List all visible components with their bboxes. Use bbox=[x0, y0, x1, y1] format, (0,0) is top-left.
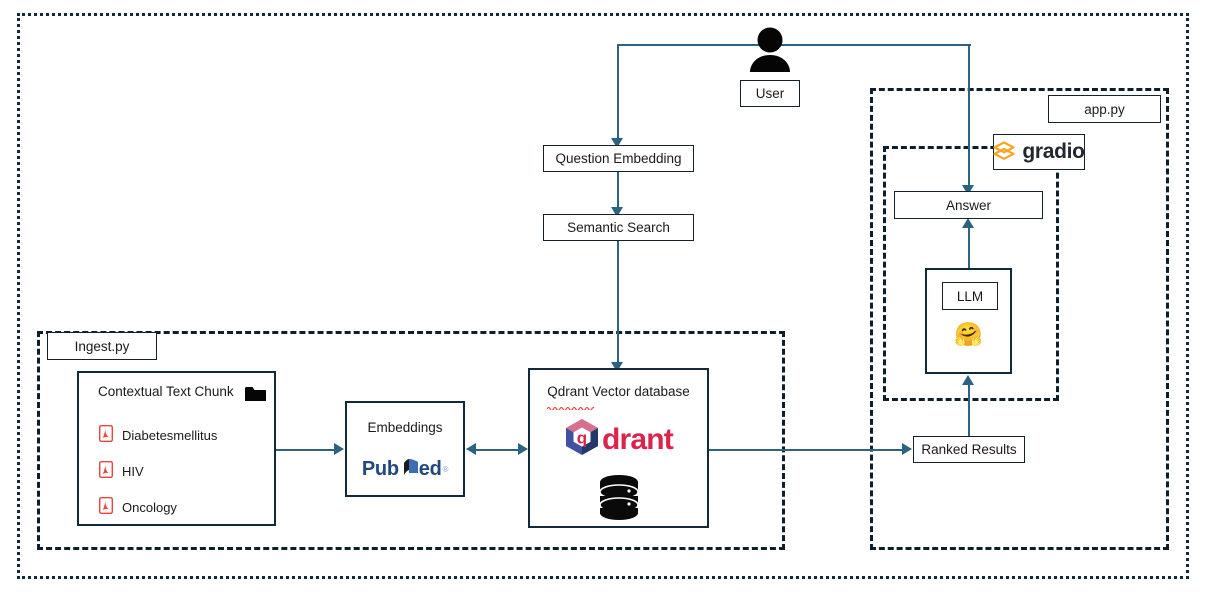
arrowhead-semantic-search bbox=[611, 207, 623, 217]
user-label: User bbox=[755, 86, 785, 101]
arrowhead-embeddings bbox=[334, 443, 344, 455]
pubmed-text-b: ed bbox=[418, 457, 442, 480]
arrowhead-answer bbox=[962, 185, 974, 195]
embeddings-node[interactable]: Embeddings Pub ed ® bbox=[345, 401, 465, 497]
pubmed-text-a: Pub bbox=[361, 457, 399, 480]
user-icon bbox=[746, 27, 794, 73]
embeddings-title: Embeddings bbox=[367, 420, 443, 435]
ranked-results-label: Ranked Results bbox=[921, 442, 1017, 457]
app-module-label-box: app.py bbox=[1048, 95, 1161, 123]
hugging-face-emoji: 🤗 bbox=[954, 321, 983, 347]
question-embedding-label: Question Embedding bbox=[555, 151, 682, 166]
arrowhead-answer-from-llm bbox=[962, 218, 974, 228]
question-embedding-node[interactable]: Question Embedding bbox=[543, 145, 694, 172]
ranked-results-node[interactable]: Ranked Results bbox=[913, 436, 1025, 463]
llm-label: LLM bbox=[956, 288, 984, 304]
document-name: Diabetesmellitus bbox=[122, 427, 218, 443]
app-module-label: app.py bbox=[1084, 101, 1125, 117]
pdf-icon bbox=[98, 424, 114, 445]
connector-chunk-to-embeddings bbox=[276, 449, 336, 452]
pdf-icon bbox=[98, 460, 114, 481]
list-item[interactable]: Oncology bbox=[98, 496, 269, 517]
llm-label-box: LLM bbox=[942, 282, 998, 310]
svg-text:q: q bbox=[577, 429, 587, 448]
list-item[interactable]: HIV bbox=[98, 460, 269, 481]
gradio-mark-icon bbox=[993, 140, 1015, 164]
arrowhead-ranked-results bbox=[902, 443, 912, 455]
pubmed-logo: Pub ed ® bbox=[347, 455, 463, 483]
arrowhead-qdrant bbox=[611, 362, 623, 372]
gradio-logo-box: gradio bbox=[993, 134, 1085, 170]
llm-node[interactable]: LLM 🤗 bbox=[925, 268, 1012, 374]
app-module-boundary bbox=[870, 88, 1169, 550]
outer-boundary bbox=[17, 13, 1189, 579]
answer-label: Answer bbox=[945, 197, 991, 213]
gradio-logo: gradio bbox=[993, 140, 1085, 164]
connector-qdrant-to-ranked bbox=[708, 449, 904, 452]
ingest-module-boundary bbox=[37, 331, 785, 550]
connector-llm-to-answer bbox=[968, 228, 971, 269]
arrowhead-question-embedding bbox=[611, 138, 623, 148]
contextual-text-chunk-node[interactable]: Contextual Text Chunk Diabetesmellitus bbox=[77, 371, 276, 526]
qdrant-title: Qdrant Vector database bbox=[546, 384, 690, 412]
semantic-search-node[interactable]: Semantic Search bbox=[543, 214, 694, 241]
pubmed-book-icon bbox=[398, 455, 420, 483]
connector-ranked-to-llm bbox=[968, 385, 971, 437]
folder-icon bbox=[245, 386, 266, 407]
qdrant-logo: q drant bbox=[530, 418, 707, 461]
list-item[interactable]: Diabetesmellitus bbox=[98, 424, 269, 445]
document-name: Oncology bbox=[122, 499, 177, 515]
semantic-search-label: Semantic Search bbox=[567, 220, 670, 235]
contextual-text-chunk-title: Contextual Text Chunk bbox=[98, 384, 234, 399]
qdrant-wordmark-text: drant bbox=[601, 422, 674, 456]
connector-embeddings-qdrant bbox=[475, 449, 520, 452]
arrowhead-qdrant-in bbox=[518, 443, 528, 455]
arrowhead-embeddings-back bbox=[466, 443, 476, 455]
gradio-ui-boundary bbox=[883, 146, 1059, 401]
pubmed-registered-mark: ® bbox=[442, 464, 449, 474]
arrowhead-llm bbox=[962, 375, 974, 385]
qdrant-title-text: Qdrant Vector database bbox=[547, 384, 690, 399]
database-icon bbox=[530, 474, 707, 521]
answer-node[interactable]: Answer bbox=[894, 191, 1043, 219]
ingest-module-label: Ingest.py bbox=[74, 338, 130, 354]
qdrant-vector-db-node[interactable]: Qdrant Vector database q d bbox=[528, 368, 709, 528]
gradio-wordmark-text: gradio bbox=[1022, 140, 1085, 163]
pdf-icon bbox=[98, 496, 114, 517]
ingest-module-label-box: Ingest.py bbox=[47, 332, 157, 360]
connector-user-to-answer bbox=[968, 44, 971, 187]
connector-user-to-question-embedding bbox=[617, 44, 620, 140]
spellcheck-underline bbox=[546, 398, 596, 412]
user-label-box: User bbox=[740, 80, 800, 107]
document-name: HIV bbox=[122, 463, 144, 479]
connector-semantic-to-qdrant bbox=[617, 241, 620, 365]
connector-user-bus bbox=[618, 44, 971, 47]
qdrant-cube-icon: q bbox=[564, 418, 600, 461]
connector-question-to-semantic bbox=[617, 172, 620, 210]
